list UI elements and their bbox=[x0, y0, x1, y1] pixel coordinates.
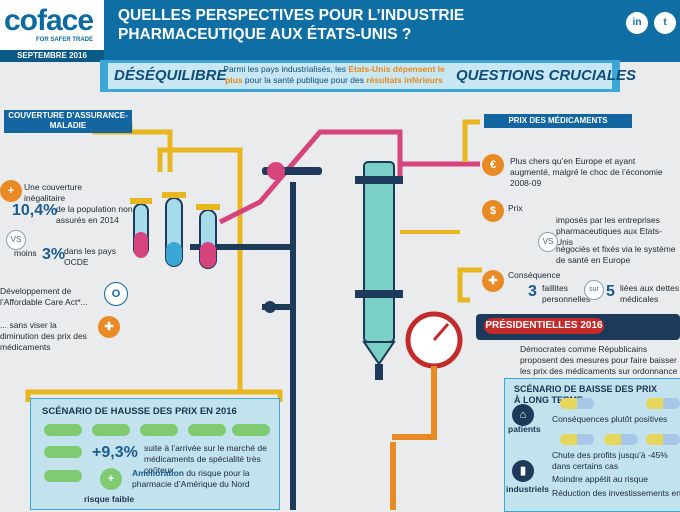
consequence-text-1: faillites personnelles bbox=[542, 283, 591, 304]
presidentielles-text: Démocrates comme Républicains proposent … bbox=[520, 344, 678, 376]
pill bbox=[44, 446, 82, 458]
right-item-2-b: négociés et fixés via le système de sant… bbox=[556, 244, 676, 265]
stat-2-value: 3% bbox=[42, 246, 66, 263]
pill bbox=[92, 424, 130, 436]
vs-badge-left: VS bbox=[6, 230, 26, 250]
banner-inner bbox=[108, 63, 612, 89]
consequence-num-1: 3 bbox=[528, 283, 537, 300]
sur-badge: sur bbox=[584, 280, 604, 300]
industriels-text-3: Réduction des investissements en R&D bbox=[552, 488, 680, 498]
logo-text: coface bbox=[4, 4, 94, 37]
medical-case-icon: ✚ bbox=[482, 270, 504, 292]
stat-2-prefix: moins bbox=[14, 248, 37, 258]
presidentielles-badge: PRÉSIDENTIELLES 2016 bbox=[484, 318, 604, 334]
risk-label: risque faible bbox=[84, 494, 135, 504]
pill bbox=[232, 424, 270, 436]
industriels-text-1: Chute des profits jusqu’à -45% dans cert… bbox=[552, 450, 668, 471]
page-title: QUELLES PERSPECTIVES POUR L’INDUSTRIE PH… bbox=[118, 6, 558, 44]
date-label: SEPTEMBRE 2016 bbox=[0, 50, 104, 62]
pills-icon: ✚ bbox=[98, 316, 120, 338]
right-item-2-a: imposés par les entreprises pharmaceutiq… bbox=[556, 215, 662, 247]
consequence-num-2: 5 bbox=[606, 283, 615, 300]
obama-icon: O bbox=[104, 282, 128, 306]
amelioration-text: Amélioration du risque pour la pharmacie… bbox=[132, 468, 250, 489]
euro-dollar-icon: € bbox=[482, 154, 504, 176]
left-heading: COUVERTURE D’ASSURANCE-MALADIE bbox=[4, 110, 132, 133]
stat-2-text: dans les pays OCDE bbox=[64, 246, 116, 267]
dollar-pill-icon: $ bbox=[482, 200, 504, 222]
right-item-3-label: Conséquence bbox=[508, 270, 561, 280]
baisse-title: SCÉNARIO DE BAISSE DES PRIX À LONG TERME bbox=[514, 384, 658, 405]
left-item-3: ... sans viser la diminution des prix de… bbox=[0, 320, 87, 352]
pill bbox=[604, 434, 638, 445]
patients-text: Conséquences plutôt positives bbox=[552, 414, 668, 424]
right-heading: PRIX DES MÉDICAMENTS bbox=[484, 114, 632, 128]
patient-bed-icon: ⌂ bbox=[512, 404, 534, 426]
vs-badge-right: VS bbox=[538, 232, 558, 252]
left-item-2: Développement de l’Affordable Care Act*.… bbox=[0, 286, 88, 307]
industriels-label: industriels bbox=[506, 484, 549, 494]
plus-icon: + bbox=[100, 468, 122, 490]
logo[interactable] bbox=[0, 0, 104, 50]
factory-bottles-icon: ▮ bbox=[512, 460, 534, 482]
pill bbox=[44, 424, 82, 436]
right-item-2-label: Prix bbox=[508, 203, 523, 213]
right-item-1: Plus chers qu’en Europe et ayant augment… bbox=[510, 156, 663, 188]
hausse-title: SCÉNARIO DE HAUSSE DES PRIX EN 2016 bbox=[42, 406, 237, 417]
stat-1-text: de la population non-assurés en 2014 bbox=[56, 204, 136, 225]
pill bbox=[140, 424, 178, 436]
stat-1-value: 10,4% bbox=[12, 202, 58, 219]
patients-label: patients bbox=[508, 424, 541, 434]
pill bbox=[560, 434, 594, 445]
pill bbox=[44, 470, 82, 482]
hausse-text: suite à l’arrivée sur le marché de médic… bbox=[144, 443, 267, 475]
header-bar bbox=[0, 0, 680, 62]
banner-right-title: QUESTIONS CRUCIALES bbox=[456, 67, 637, 84]
logo-tagline: FOR SAFER TRADE bbox=[36, 37, 93, 43]
pill bbox=[646, 398, 680, 409]
pill bbox=[188, 424, 226, 436]
pill bbox=[646, 434, 680, 445]
pill bbox=[560, 398, 594, 409]
industriels-text-2: Moindre appétit au risque bbox=[552, 474, 648, 484]
title-line-2: PHARMACEUTIQUE AUX ÉTATS-UNIS ? bbox=[118, 26, 412, 43]
left-item-1: Une couverture inégalitaire bbox=[24, 182, 83, 203]
coverage-icon: + bbox=[0, 180, 22, 202]
title-line-1: QUELLES PERSPECTIVES POUR L’INDUSTRIE bbox=[118, 7, 465, 24]
linkedin-icon[interactable]: in bbox=[626, 12, 648, 34]
hausse-value: +9,3% bbox=[92, 444, 138, 461]
banner-left-title: DÉSÉQUILIBRE bbox=[114, 67, 227, 84]
twitter-icon[interactable]: t bbox=[654, 12, 676, 34]
consequence-text-2: liées aux dettes médicales bbox=[620, 283, 680, 304]
banner-text: Parmi les pays industrialisés, les Etats… bbox=[223, 64, 445, 85]
